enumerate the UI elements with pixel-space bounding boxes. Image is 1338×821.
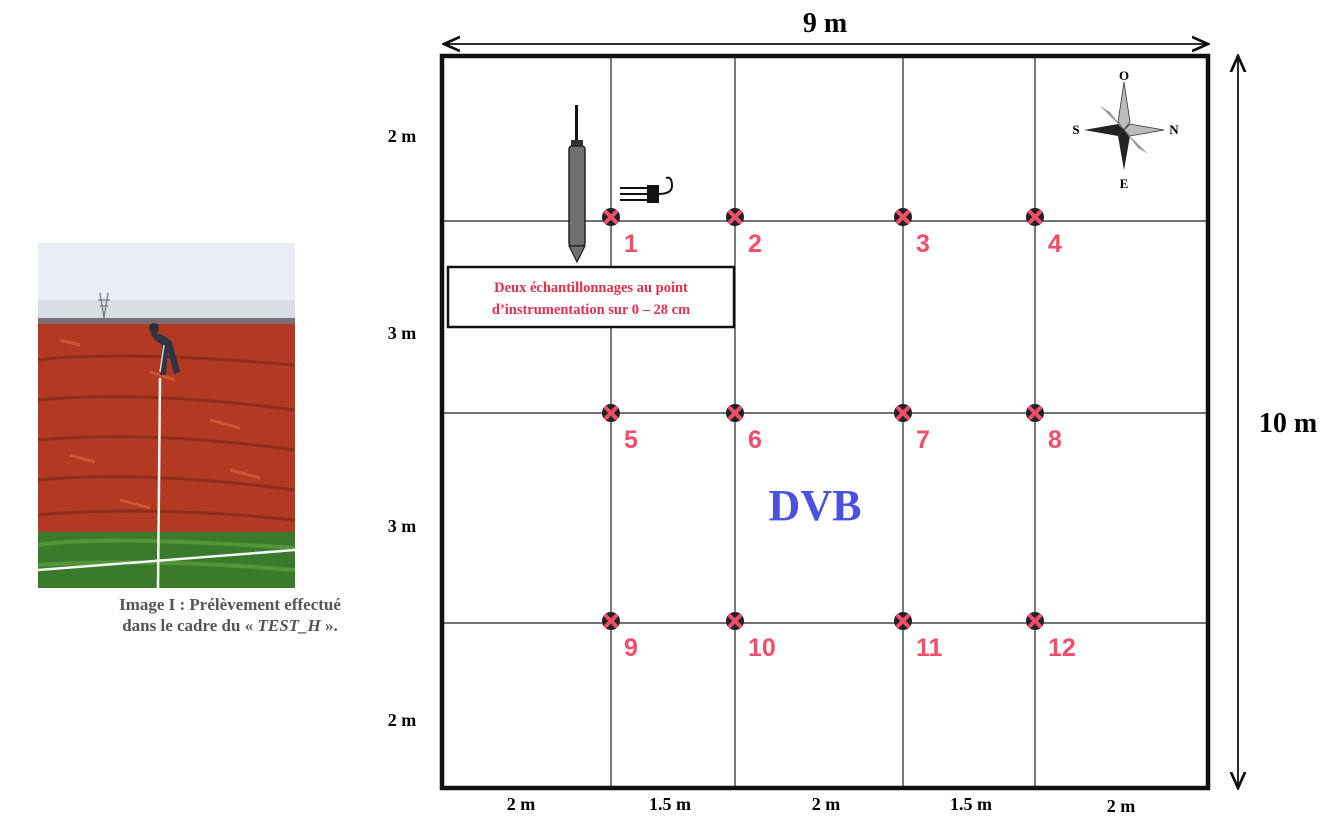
row-label-3: 3 m: [388, 516, 417, 536]
sampling-point-label: 1: [624, 230, 638, 258]
column-label-5: 2 m: [1107, 796, 1136, 816]
sampling-point-label: 4: [1048, 230, 1062, 258]
instrumentation-note-box: [446, 265, 736, 329]
sampling-marker-4: 4: [1026, 208, 1062, 258]
compass-rose-icon: [1084, 81, 1165, 170]
sampling-point-label: 8: [1048, 426, 1062, 454]
sampling-marker-2: 2: [726, 208, 762, 258]
column-label-2: 1.5 m: [649, 794, 691, 814]
sampling-point-label: 2: [748, 230, 762, 258]
photo-caption-line2: dans le cadre du « TEST_H ».: [122, 616, 338, 635]
sampling-marker-11: 11: [894, 612, 943, 662]
sampling-marker-7: 7: [894, 404, 930, 454]
compass-south-label: S: [1072, 122, 1079, 137]
sampling-point-label: 11: [916, 634, 943, 662]
instrumentation-note-line2: d’instrumentation sur 0 – 28 cm: [492, 302, 690, 318]
row-label-2: 3 m: [388, 323, 417, 343]
plot-grid: [444, 56, 1208, 788]
sampling-point-label: 9: [624, 634, 638, 662]
sampling-marker-6: 6: [726, 404, 762, 454]
sampling-marker-9: 9: [602, 612, 638, 662]
row-label-1: 2 m: [388, 126, 417, 146]
sampling-marker-3: 3: [894, 208, 930, 258]
sampling-point-label: 7: [916, 426, 930, 454]
column-label-4: 1.5 m: [950, 794, 992, 814]
sensor-icon: [620, 176, 674, 203]
sampling-marker-5: 5: [602, 404, 638, 454]
sampling-marker-10: 10: [726, 612, 776, 662]
compass-west-label: O: [1119, 68, 1129, 83]
sampling-marker-1: 1: [602, 208, 638, 258]
sampling-point-label: 10: [748, 634, 776, 662]
height-label: 10 m: [1259, 408, 1317, 439]
plot-border: [439, 53, 1211, 791]
column-label-1: 2 m: [507, 794, 536, 814]
instrumentation-note-line1: Deux échantillonnages au point: [494, 280, 688, 296]
plot-name: DVB: [769, 481, 862, 530]
compass-north-label: N: [1169, 122, 1179, 137]
field-photo: [37, 243, 296, 589]
sampling-marker-8: 8: [1026, 404, 1062, 454]
row-label-4: 2 m: [388, 710, 417, 730]
compass-east-label: E: [1120, 176, 1129, 191]
probe-icon: [568, 105, 586, 264]
sampling-point-label: 6: [748, 426, 762, 454]
sampling-point-label: 3: [916, 230, 930, 258]
sampling-point-label: 12: [1048, 634, 1076, 662]
sampling-point-label: 5: [624, 426, 638, 454]
photo-caption-line1: Image I : Prélèvement effectué: [119, 595, 341, 614]
photo-caption-container: Image I : Prélèvement effectué dans le c…: [119, 595, 341, 635]
sampling-marker-12: 12: [1026, 612, 1076, 662]
width-label: 9 m: [803, 8, 847, 39]
column-label-3: 2 m: [812, 794, 841, 814]
